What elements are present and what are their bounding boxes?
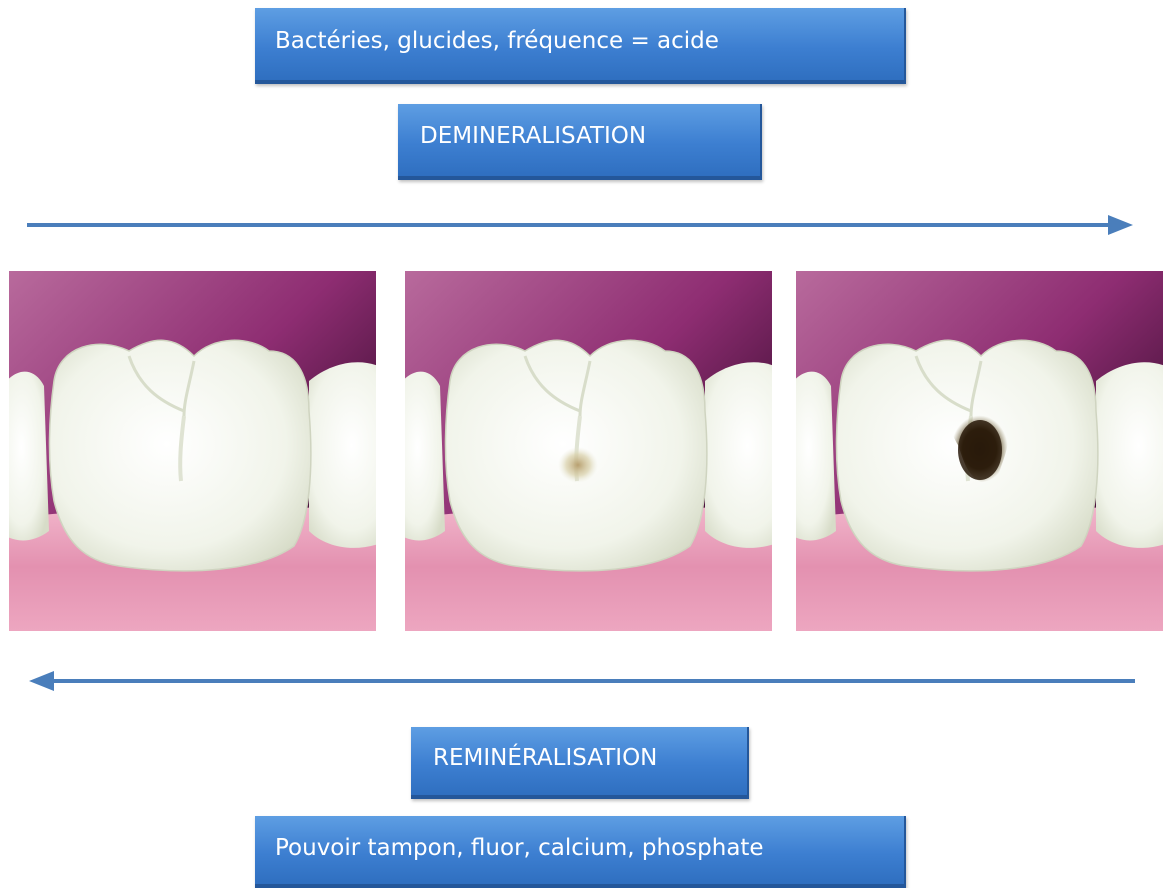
tooth-panel-early-lesion	[395, 271, 800, 631]
protective-factors-box: Pouvoir tampon, fluor, calcium, phosphat…	[255, 816, 906, 888]
remineralisation-arrow	[29, 671, 1135, 691]
remineralisation-label: REMINÉRALISATION	[433, 747, 657, 770]
demineralisation-arrow	[27, 215, 1133, 235]
tooth-panel-cavity	[786, 271, 1163, 631]
protective-factors-label: Pouvoir tampon, fluor, calcium, phosphat…	[275, 837, 764, 860]
tooth-panel-healthy	[0, 271, 404, 631]
remineralisation-box: REMINÉRALISATION	[411, 727, 749, 799]
